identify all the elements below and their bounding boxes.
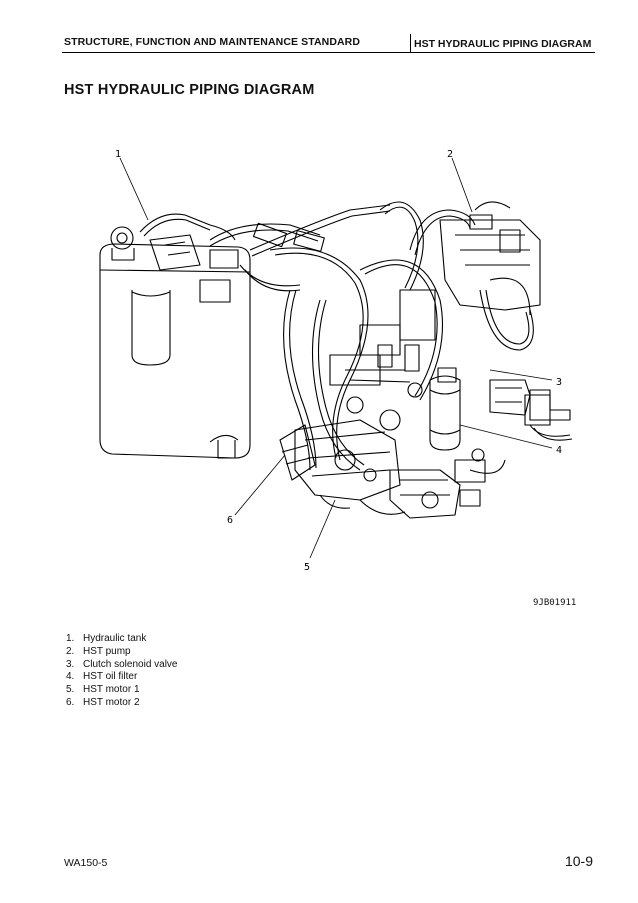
footer-model: WA150-5 <box>64 857 108 869</box>
legend-item: 3.Clutch solenoid valve <box>66 658 178 670</box>
hst-pump <box>439 219 541 311</box>
hose-loop-3 <box>312 299 361 471</box>
callout-2: 2 <box>447 149 453 160</box>
leader-line-4 <box>459 424 553 449</box>
legend-item: 5.HST motor 1 <box>66 684 140 696</box>
header-divider <box>410 34 411 52</box>
callout-3: 3 <box>556 377 562 388</box>
header-page-topic: HST HYDRAULIC PIPING DIAGRAM <box>414 38 592 50</box>
tank-bracket <box>209 434 239 459</box>
hose-loop-2 <box>283 289 311 471</box>
legend-item: 6.HST motor 2 <box>66 696 140 708</box>
hose-loop-1 <box>269 247 369 461</box>
page-title: HST HYDRAULIC PIPING DIAGRAM <box>64 82 315 98</box>
tank-filler-cap <box>110 226 134 250</box>
header-rule <box>62 52 595 53</box>
header-section-title: STRUCTURE, FUNCTION AND MAINTENANCE STAN… <box>64 36 361 48</box>
leader-line-2 <box>451 157 473 213</box>
callout-5: 5 <box>304 562 310 573</box>
parts-legend: 1.Hydraulic tank 2.HST pump 3.Clutch sol… <box>66 633 178 710</box>
leader-line-6 <box>234 454 286 516</box>
hst-oil-filter <box>429 375 461 451</box>
leader-line-5 <box>309 499 336 559</box>
figure-id: 9JB01911 <box>533 598 577 608</box>
bracket-right <box>529 389 571 421</box>
hydraulic-tank-strainer <box>131 290 171 366</box>
clutch-solenoid-valve <box>489 379 531 416</box>
legend-item: 1.Hydraulic tank <box>66 633 147 644</box>
callout-1: 1 <box>115 149 121 160</box>
piping-diagram: 1 2 3 4 5 6 <box>99 149 573 573</box>
hydraulic-tank-body <box>99 243 251 459</box>
hst-motor-1 <box>294 419 401 501</box>
leader-line-1 <box>119 157 149 221</box>
leader-line-3 <box>489 369 553 381</box>
legend-item: 4.HST oil filter <box>66 671 138 683</box>
callout-4: 4 <box>556 445 562 456</box>
legend-item: 2.HST pump <box>66 645 131 657</box>
page-number: 10-9 <box>564 853 593 869</box>
callout-6: 6 <box>227 515 233 526</box>
hst-motor-2 <box>279 424 316 481</box>
